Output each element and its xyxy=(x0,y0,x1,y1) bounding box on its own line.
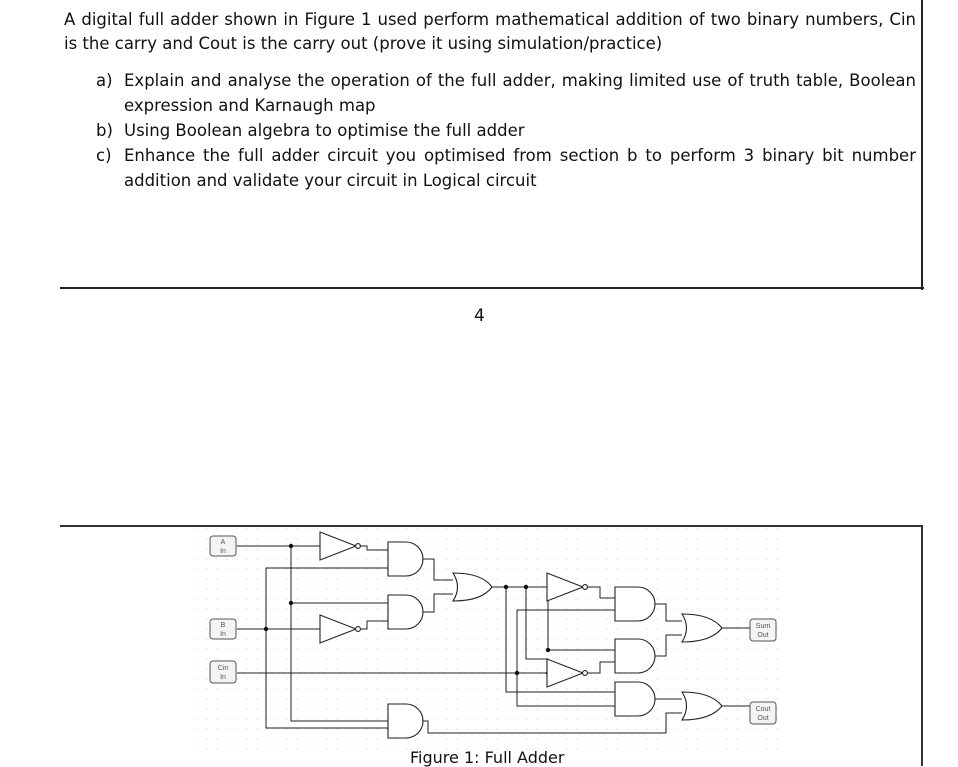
full-adder-circuit-diagram: A In B In Cin In Sum Out Cout Out xyxy=(196,528,786,750)
output-pin-label: Sum xyxy=(756,623,771,630)
question-box-bottom-border xyxy=(60,287,924,289)
and-gate-3 xyxy=(387,703,424,739)
not-gate-b xyxy=(319,614,361,644)
input-pin-a: A In xyxy=(209,535,237,557)
question-marker: c) xyxy=(96,146,112,165)
input-pin-cin: Cin In xyxy=(209,660,237,684)
figure-caption: Figure 1: Full Adder xyxy=(410,748,565,767)
input-pin-label: Cin xyxy=(218,665,229,672)
output-pin-label: Cout xyxy=(756,706,771,713)
figure-frame-right xyxy=(921,525,923,766)
output-pin-sublabel: Out xyxy=(757,632,768,639)
not-gates xyxy=(319,531,588,688)
or-gate-2 xyxy=(680,613,723,643)
input-pin-sublabel: In xyxy=(220,548,226,555)
not-gate-cin xyxy=(546,658,588,688)
and-gate-4 xyxy=(614,586,656,622)
output-pin-sum: Sum Out xyxy=(749,618,777,642)
page-number: 4 xyxy=(474,306,485,326)
and-gate-2 xyxy=(387,594,424,630)
or-gate-3 xyxy=(680,691,723,721)
not-gate-a xyxy=(319,531,361,561)
output-pin-sublabel: Out xyxy=(757,715,768,722)
question-intro: A digital full adder shown in Figure 1 u… xyxy=(64,10,916,53)
input-pin-sublabel: In xyxy=(220,674,226,681)
question-item-c: c) Enhance the full adder circuit you op… xyxy=(96,143,916,193)
input-pin-sublabel: In xyxy=(220,631,226,638)
output-pin-cout: Cout Out xyxy=(749,701,777,725)
question-text: Explain and analyse the operation of the… xyxy=(124,71,916,115)
not-gate-xor xyxy=(546,572,588,602)
and-gates xyxy=(387,541,656,739)
question-list: a) Explain and analyse the operation of … xyxy=(96,68,916,193)
or-gates xyxy=(451,572,723,721)
and-gate-6 xyxy=(614,681,656,717)
input-pin-label: B xyxy=(221,622,226,629)
input-pin-b: B In xyxy=(209,618,237,640)
circuit-junctions xyxy=(263,543,551,676)
question-item-b: b) Using Boolean algebra to optimise the… xyxy=(96,118,916,143)
question-item-a: a) Explain and analyse the operation of … xyxy=(96,68,916,118)
or-gate-1 xyxy=(451,572,493,602)
question-box-right-border xyxy=(921,0,923,290)
question-text: Using Boolean algebra to optimise the fu… xyxy=(124,121,525,140)
question-marker: a) xyxy=(96,71,113,90)
input-pin-label: A xyxy=(221,539,226,546)
and-gate-1 xyxy=(387,541,424,577)
figure-frame-top xyxy=(60,525,923,527)
and-gate-5 xyxy=(614,638,656,674)
question-marker: b) xyxy=(96,121,113,140)
question-text: Enhance the full adder circuit you optim… xyxy=(124,146,916,190)
